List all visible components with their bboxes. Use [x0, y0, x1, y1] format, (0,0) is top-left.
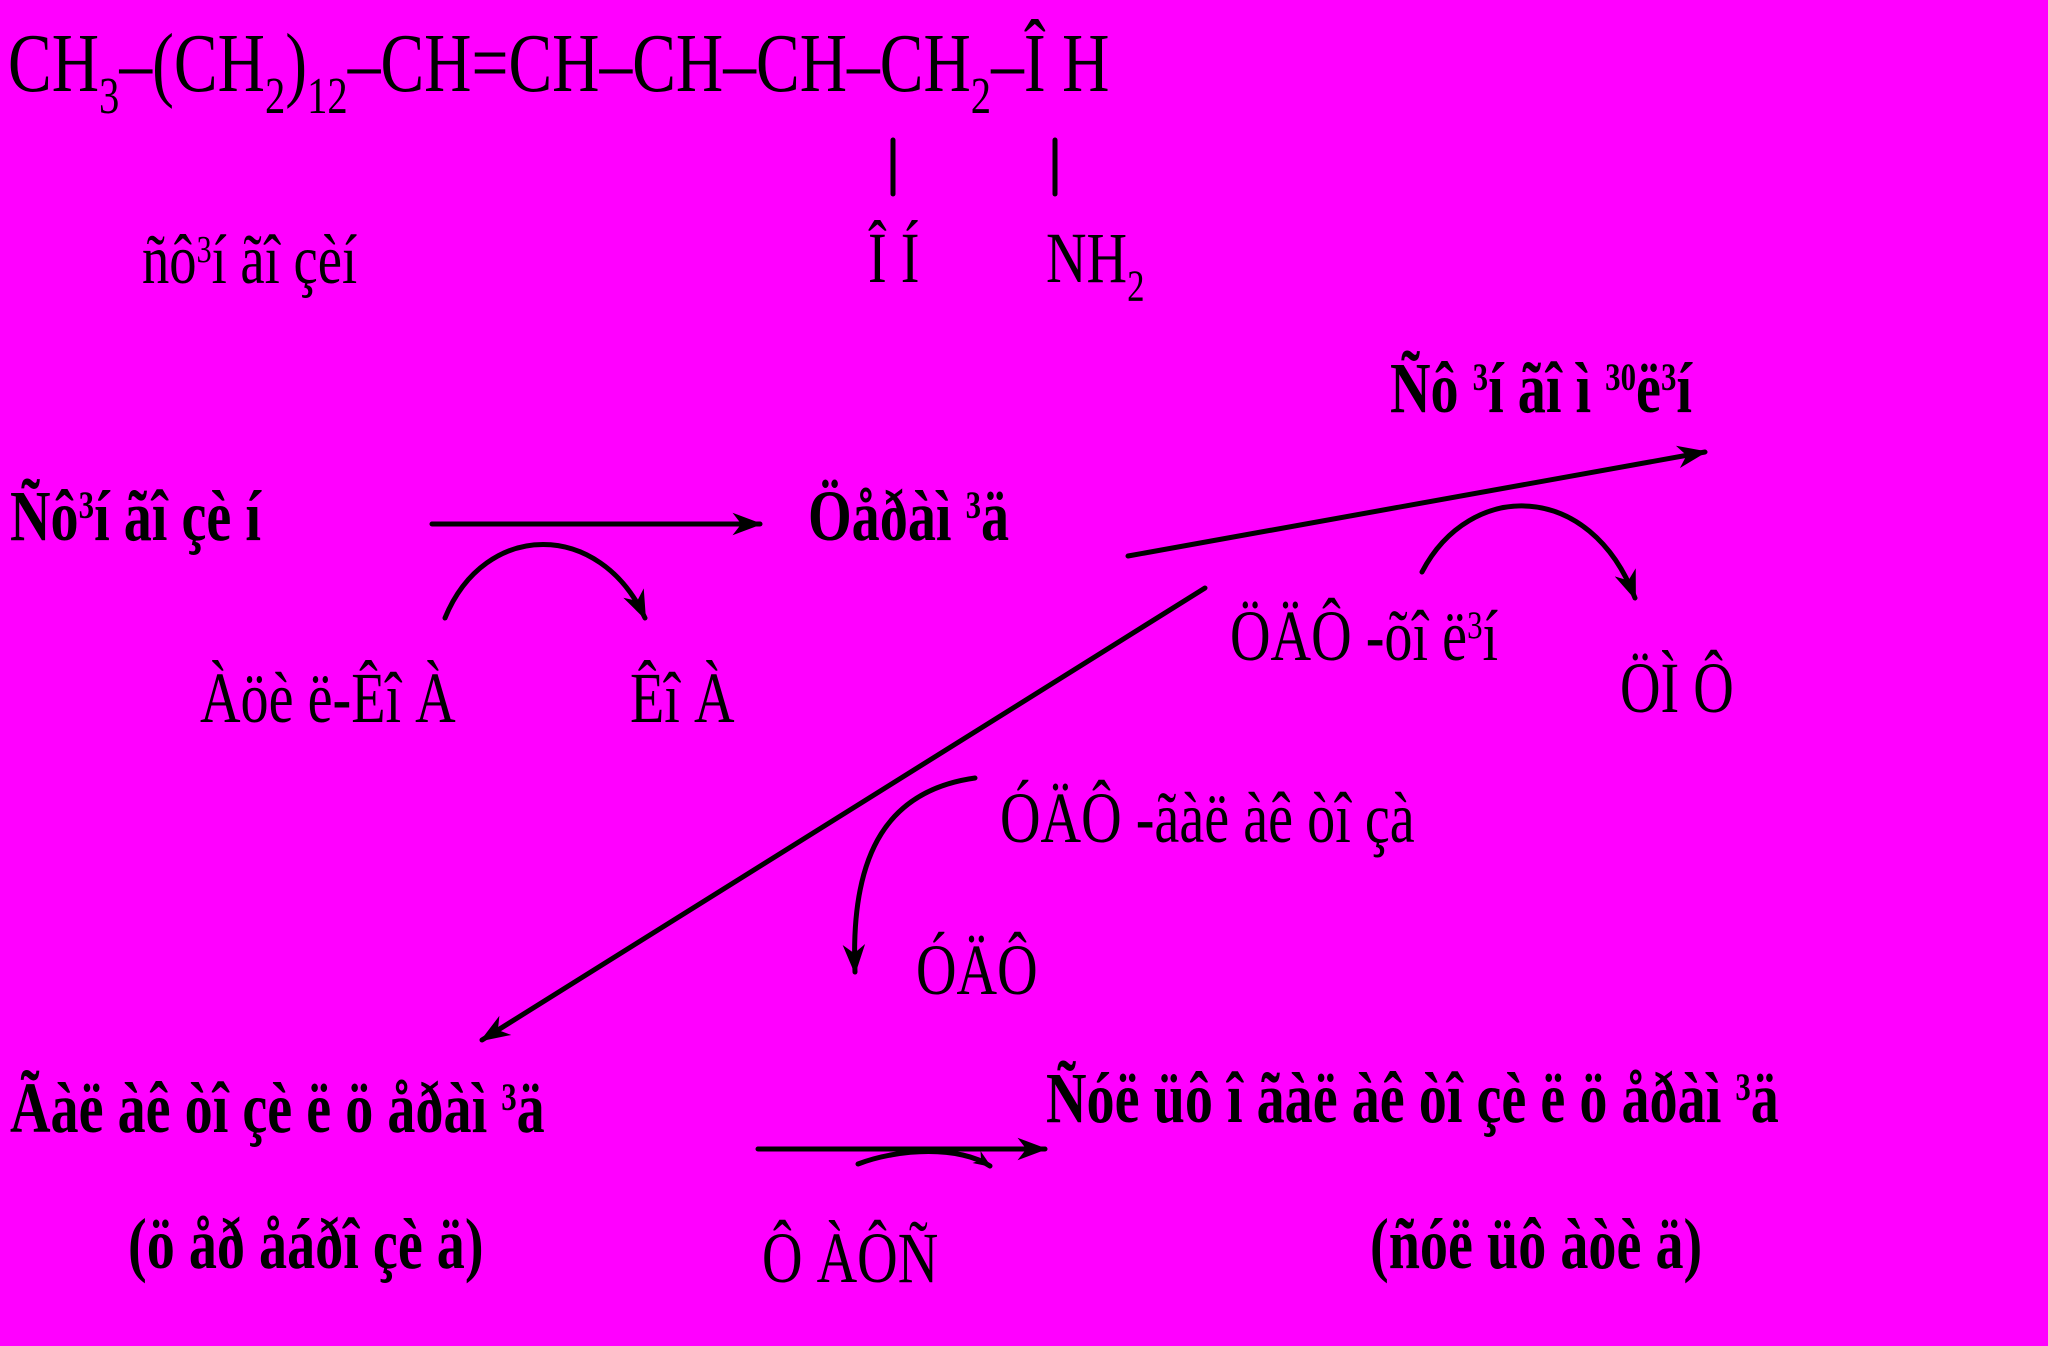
node-sphingosine: Ñô3í ãî çè í [10, 480, 261, 552]
cofactor-cdp-choline: ÖÄÔ -õî ë3í [1230, 600, 1498, 672]
curve-udp-galactose [842, 775, 978, 975]
node-galactocerebroside-sup: 3 [501, 1075, 517, 1120]
formula-chain-count: 12 [307, 67, 348, 125]
node-sulfatide-b: ä [1750, 1058, 1779, 1138]
cofactor-cdp-choline-a: ÖÄÔ -õî ë [1230, 596, 1468, 676]
node-sphingosine-sup: 3 [78, 483, 95, 528]
formula-name: ñô3í ãî çèí [142, 226, 357, 296]
node-sphingosine-b: í ãî çè í [94, 476, 261, 556]
cofactor-udp-galactose: ÓÄÔ -ãàë àê òî çà [1000, 778, 1415, 858]
branch-nh2-text: NH [1046, 218, 1128, 298]
arrow-ceramide-sphingomyelin [1125, 445, 1708, 559]
node-galactocerebroside-b: ä [516, 1068, 545, 1148]
formula-ch2-end-subscript: 2 [970, 67, 992, 125]
node-sphingomyelin-sup: 3 [1472, 355, 1489, 400]
branch-nh2: NH2 [1046, 222, 1145, 308]
branch-nh2-subscript: 2 [1127, 260, 1145, 311]
node-ceramide-a: Öåðàì [808, 476, 966, 556]
node-sphingomyelin-a: Ñô [1390, 348, 1473, 428]
cofactor-paps: Ô ÀÔÑ [762, 1218, 939, 1298]
node-sphingomyelin-b: í ãî ì [1488, 348, 1606, 428]
curve-acyl-coa [442, 542, 648, 621]
cofactor-coa: Êî À [630, 658, 735, 738]
arrow-ceramide-cerebroside [479, 585, 1208, 1043]
branch-oh: Î Í [868, 218, 920, 298]
node-sphingomyelin: Ñô 3í ãî ì 30ë3í [1390, 352, 1692, 424]
formula-name-suffix: í ãî çèí [211, 222, 358, 299]
node-sphingomyelin-c: ë [1636, 348, 1661, 428]
cofactor-acyl-coa: Àöè ë-Êî À [200, 658, 456, 738]
formula-rest: –CH=CH–CH–CH–CH [347, 17, 971, 110]
node-sphingomyelin-sup2: 30 [1605, 355, 1637, 400]
cofactor-udp: ÓÄÔ [916, 930, 1038, 1010]
node-sulfatide-sup: 3 [1735, 1065, 1751, 1110]
node-sulfatide-a: Ñóë üô î ãàë àê òî çè ë ö åðàì [1046, 1058, 1736, 1138]
formula-oh-end: –Î H [991, 17, 1110, 110]
formula-name-superscript: 3 [196, 228, 212, 271]
formula-ch3-subscript: 3 [99, 67, 120, 125]
cofactor-cdp-choline-sup: 3 [1467, 603, 1483, 648]
node-sulfatide-label: (ñóë üô àòè ä) [1370, 1204, 1703, 1284]
node-ceramide-b: ä [981, 476, 1010, 556]
sphingosine-formula: CH3–(CH2)12–CH=CH–CH–CH–CH2–Î H [8, 22, 1109, 123]
formula-ch2-subscript: 2 [264, 67, 286, 125]
node-sphingomyelin-sup3: 3 [1660, 355, 1677, 400]
node-cerebroside-label: (ö åð åáðî çè ä) [128, 1204, 484, 1284]
node-sphingosine-a: Ñô [10, 476, 79, 556]
formula-ch3: CH [8, 17, 100, 110]
node-galactocerebroside: Ãàë àê òî çè ë ö åðàì 3ä [10, 1072, 545, 1144]
node-galactocerebroside-a: Ãàë àê òî çè ë ö åðàì [10, 1068, 502, 1148]
formula-ch2-chain: (CH [152, 17, 265, 110]
curve-paps [855, 1149, 993, 1169]
node-ceramide-sup: 3 [965, 483, 982, 528]
formula-name-prefix: ñô [142, 222, 197, 299]
node-sulfatide: Ñóë üô î ãàë àê òî çè ë ö åðàì 3ä [1046, 1062, 1779, 1134]
curve-cdp-choline [1419, 503, 1638, 601]
formula-close-paren: ) [285, 17, 308, 110]
formula-dash: – [119, 17, 153, 110]
cofactor-cdp-choline-b: í [1482, 596, 1499, 676]
cofactor-cmp: ÖÌ Ô [1620, 648, 1734, 728]
node-sphingomyelin-d: í [1676, 348, 1692, 428]
node-ceramide: Öåðàì 3ä [808, 480, 1009, 552]
